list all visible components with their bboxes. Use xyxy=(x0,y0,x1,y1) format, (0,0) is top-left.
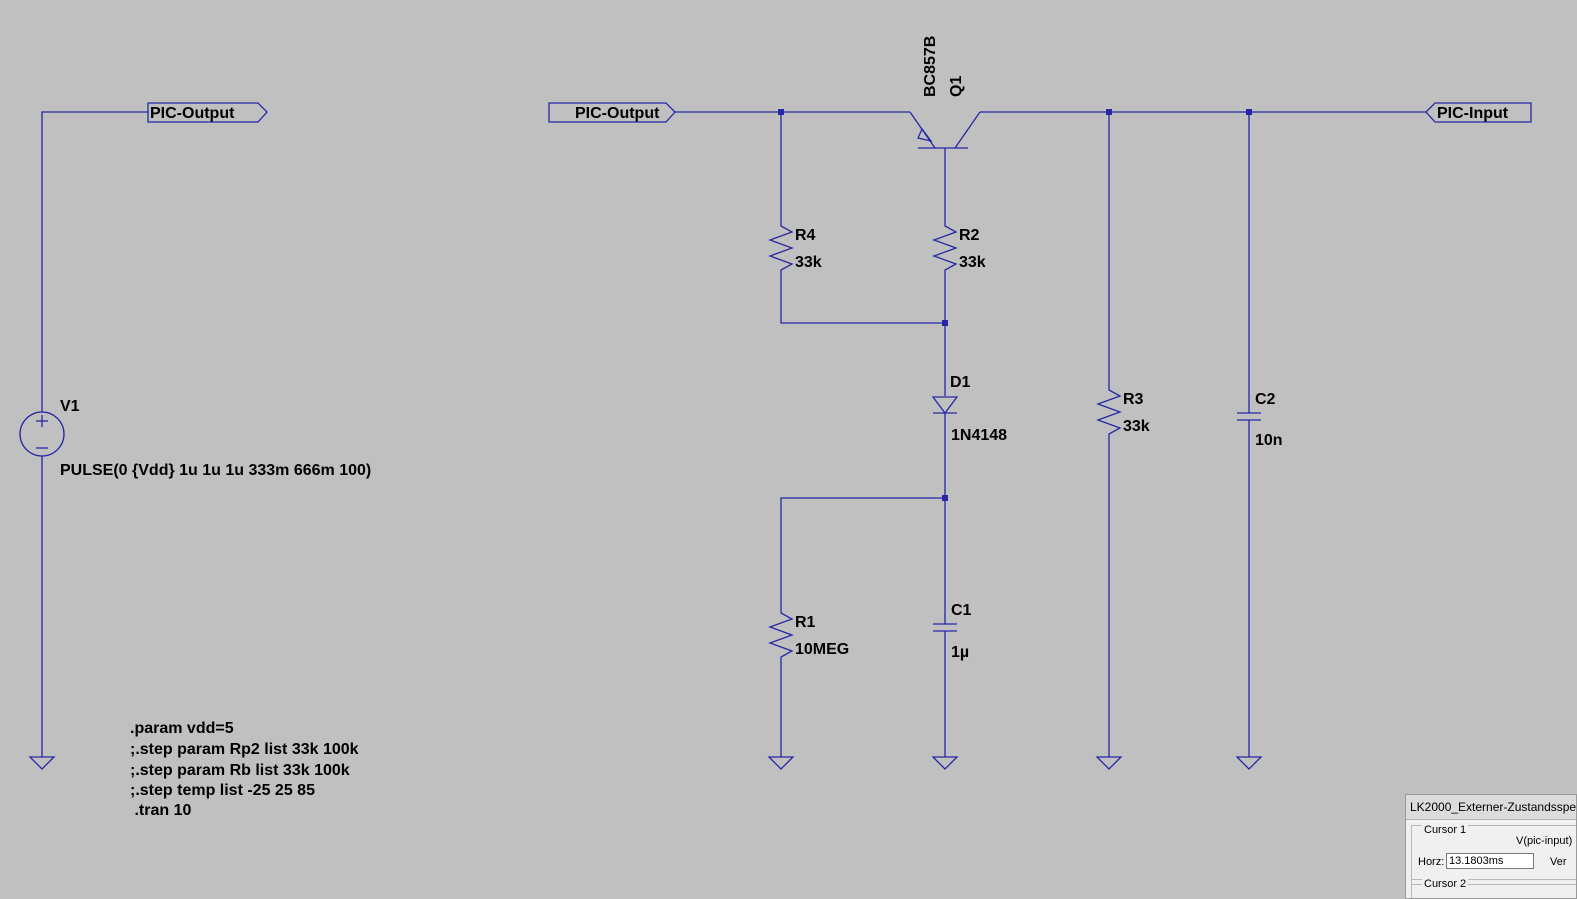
ground-symbol-c2[interactable] xyxy=(1235,756,1263,770)
directive-line: .tran 10 xyxy=(130,802,191,819)
horz-label: Horz: xyxy=(1418,856,1445,868)
junction-dot xyxy=(942,495,948,501)
wire-r4-bottom[interactable] xyxy=(780,280,945,324)
horz-value-field[interactable] xyxy=(1446,853,1534,869)
net-label-pic-output-left[interactable]: PIC-Output xyxy=(147,102,268,123)
v1-value-label: PULSE(0 {Vdd} 1u 1u 1u 333m 666m 100) xyxy=(60,462,371,479)
junction-dot xyxy=(942,320,948,326)
cursor1-group: Cursor 1 V(pic-input) Horz: Ver xyxy=(1411,824,1576,885)
r3-value-label: 33k xyxy=(1123,418,1150,435)
r2-value-label: 33k xyxy=(959,254,986,271)
net-label-pic-input[interactable]: PIC-Input xyxy=(1425,102,1532,123)
junction-dot xyxy=(778,109,784,115)
q1-name-label: Q1 xyxy=(948,76,965,97)
ground-symbol-r1[interactable] xyxy=(767,756,795,770)
c1-name-label: C1 xyxy=(951,602,972,619)
ground-symbol-r3[interactable] xyxy=(1095,756,1123,770)
r1-value-label: 10MEG xyxy=(795,641,849,658)
spice-directives[interactable]: .param vdd=5 ;.step param Rp2 list 33k 1… xyxy=(130,720,359,819)
net-label-pic-output-right[interactable]: PIC-Output xyxy=(548,102,676,123)
d1-model-label: 1N4148 xyxy=(951,427,1007,444)
junction-dot xyxy=(1246,109,1252,115)
c2-name-label: C2 xyxy=(1255,391,1276,408)
directive-line: .param vdd=5 xyxy=(130,720,234,737)
resistor-r1[interactable] xyxy=(768,603,794,667)
diode-d1[interactable] xyxy=(931,396,959,415)
r1-name-label: R1 xyxy=(795,614,816,631)
cursor-window-title[interactable]: LK2000_Externer-Zustandsspe xyxy=(1406,795,1576,820)
wire-r1-top[interactable] xyxy=(780,497,945,603)
directive-line: ;.step param Rp2 list 33k 100k xyxy=(130,741,359,758)
voltage-source-v1[interactable] xyxy=(19,411,65,457)
v1-name-label: V1 xyxy=(60,398,80,415)
r4-name-label: R4 xyxy=(795,227,816,244)
q1-model-label: BC857B xyxy=(922,36,939,97)
resistor-r4[interactable] xyxy=(768,216,794,280)
r3-name-label: R3 xyxy=(1123,391,1144,408)
cursor2-group: Cursor 2 xyxy=(1411,878,1576,898)
resistor-r2[interactable] xyxy=(932,216,958,280)
r2-name-label: R2 xyxy=(959,227,980,244)
capacitor-c2[interactable] xyxy=(1237,412,1261,421)
c2-value-label: 10n xyxy=(1255,432,1283,449)
resistor-r3[interactable] xyxy=(1096,380,1122,444)
trace-name: V(pic-input) xyxy=(1516,835,1573,847)
ground-symbol-c1[interactable] xyxy=(931,756,959,770)
d1-name-label: D1 xyxy=(950,374,971,391)
svg-text:PIC-Output: PIC-Output xyxy=(575,105,660,122)
c1-value-label: 1µ xyxy=(951,644,969,661)
wire-v1-top[interactable] xyxy=(41,111,148,412)
vert-label: Ver xyxy=(1550,856,1567,868)
directive-line: ;.step param Rb list 33k 100k xyxy=(130,762,350,779)
cursor1-label: Cursor 1 xyxy=(1422,824,1469,836)
svg-text:PIC-Output: PIC-Output xyxy=(150,105,235,122)
directive-line: ;.step temp list -25 25 85 xyxy=(130,782,315,799)
cursor-readout-window[interactable]: LK2000_Externer-Zustandsspe Cursor 1 V(p… xyxy=(1405,794,1577,899)
junction-dot xyxy=(1106,109,1112,115)
svg-text:PIC-Input: PIC-Input xyxy=(1437,105,1509,122)
ground-symbol-v1[interactable] xyxy=(28,756,56,770)
cursor2-label: Cursor 2 xyxy=(1422,878,1469,890)
transistor-q1[interactable] xyxy=(909,111,981,168)
capacitor-c1[interactable] xyxy=(933,623,957,632)
r4-value-label: 33k xyxy=(795,254,822,271)
